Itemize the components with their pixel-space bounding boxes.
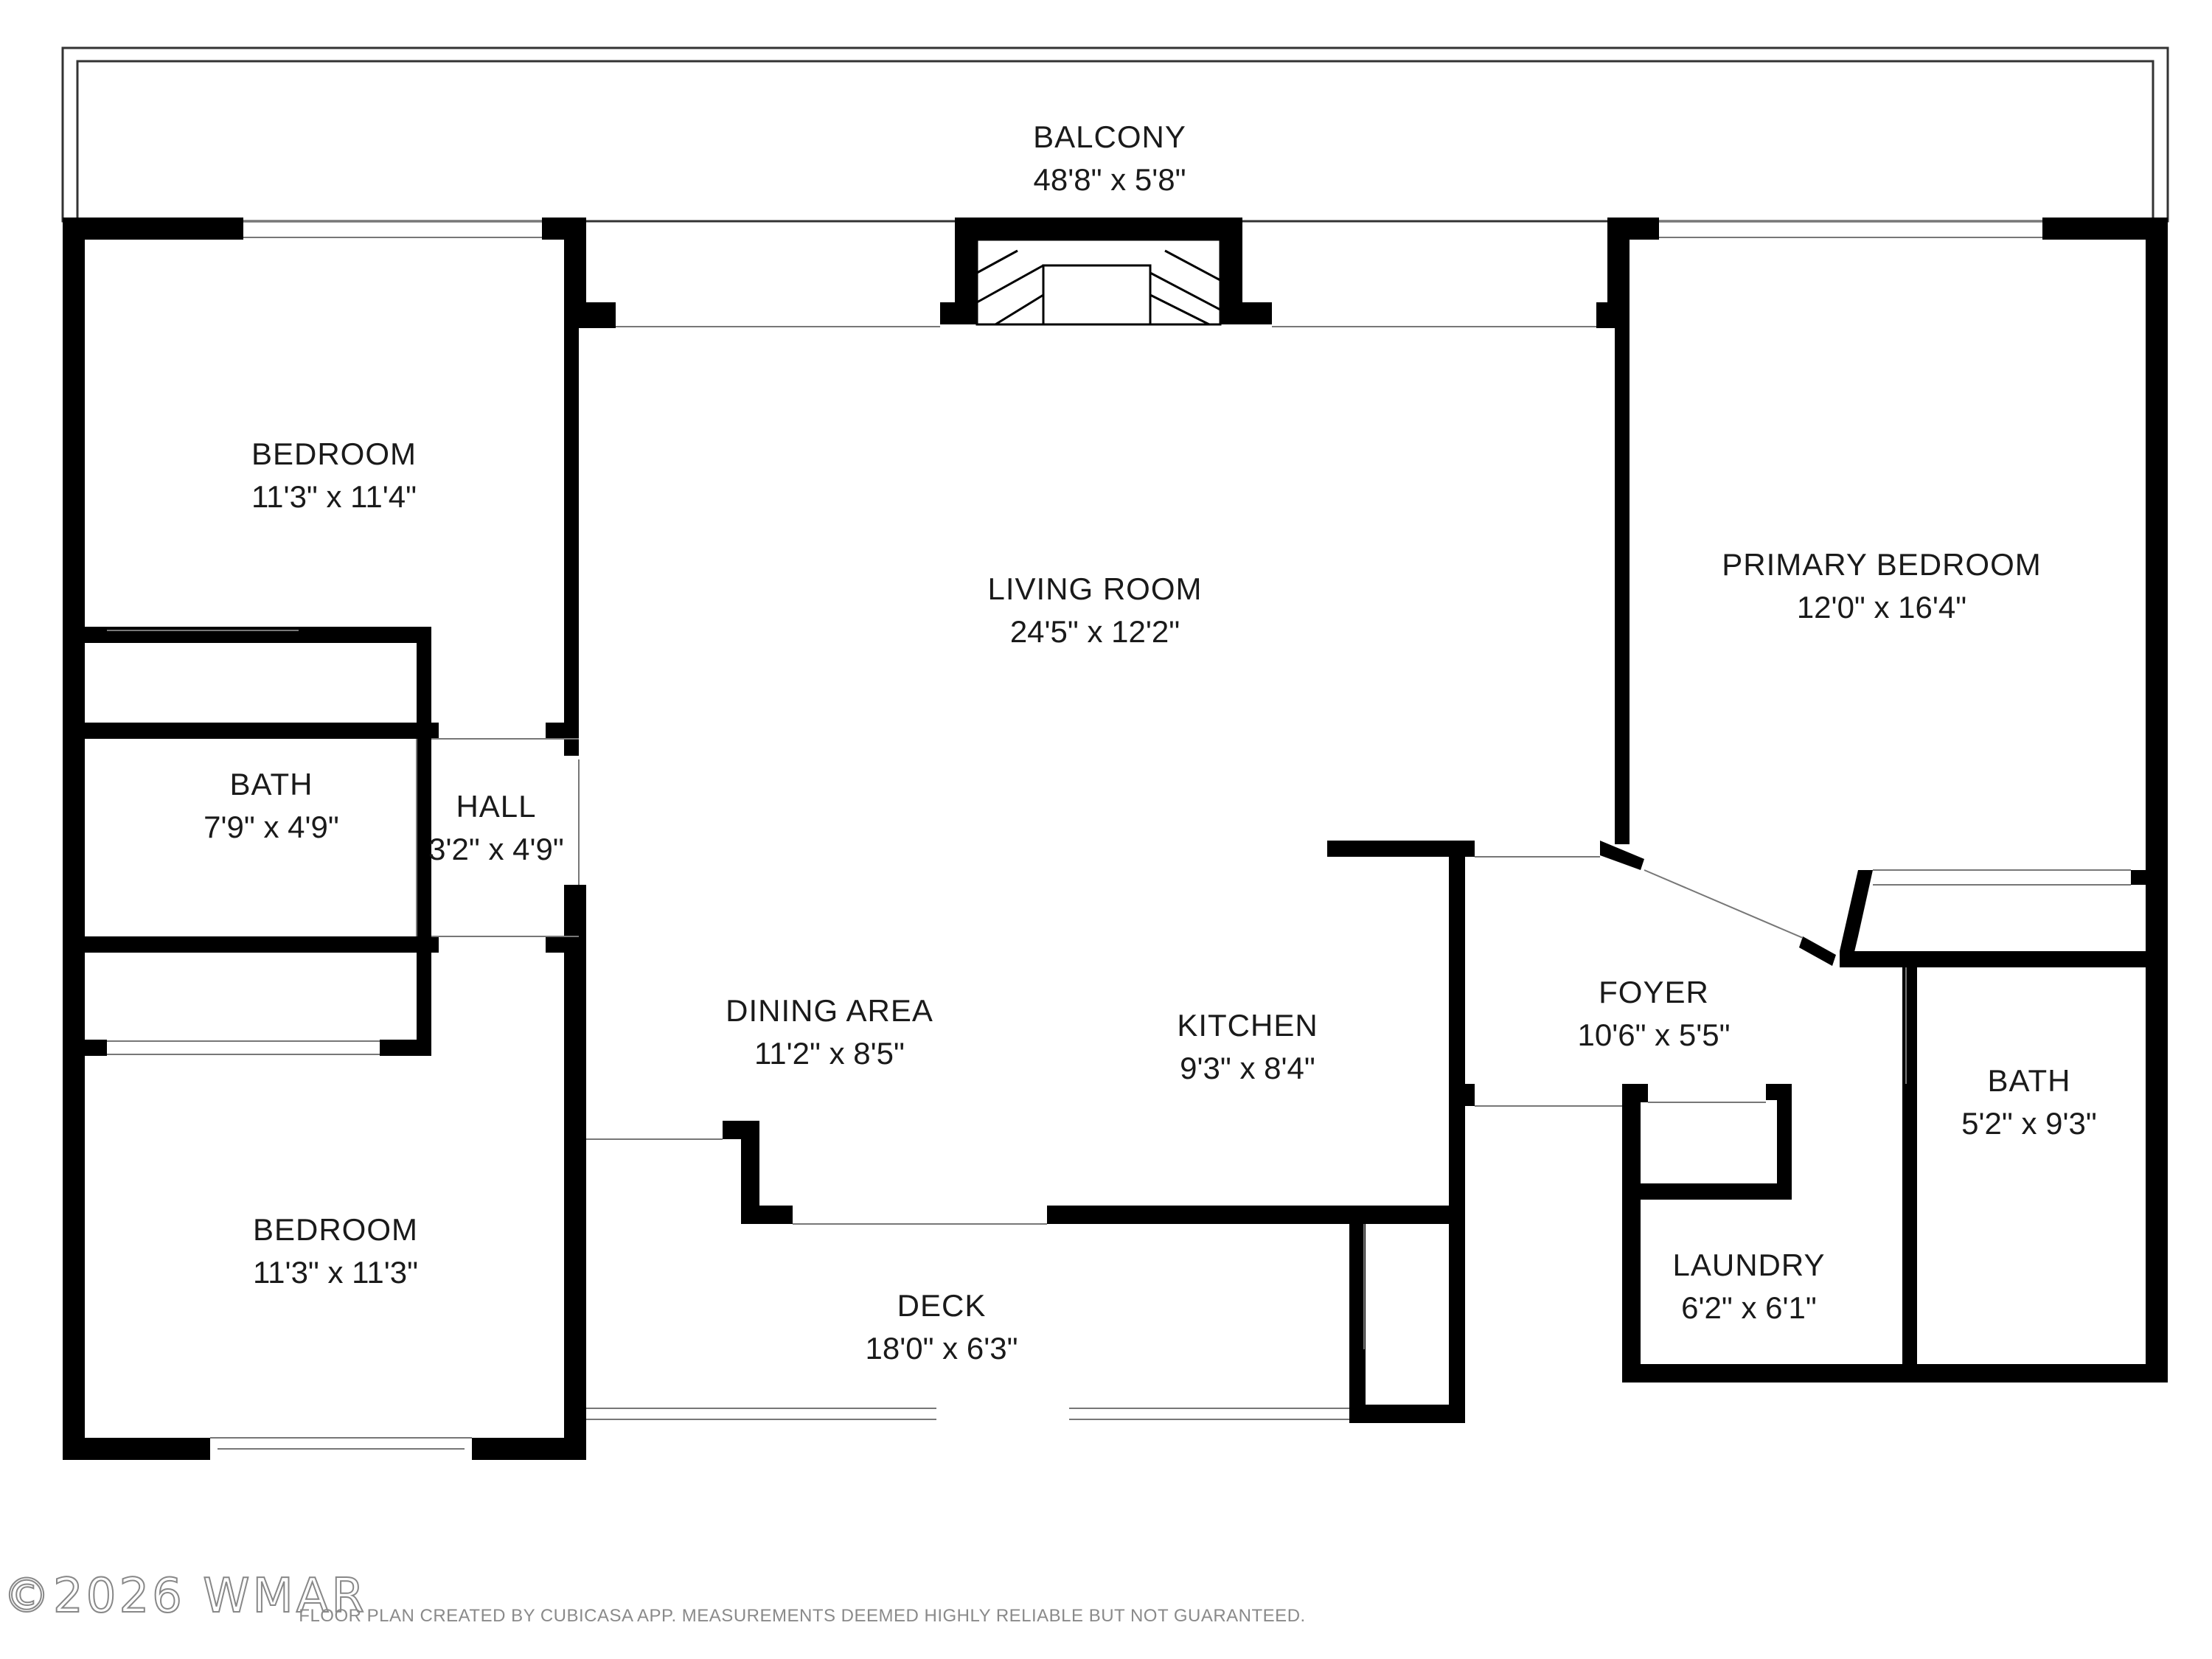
room-dims: 24'5" x 12'2" (1009, 614, 1180, 649)
room-dims: 6'2" x 6'1" (1681, 1290, 1817, 1325)
room-dims: 3'2" x 4'9" (428, 832, 564, 866)
room-name: FOYER (1599, 975, 1709, 1009)
openings (107, 220, 2131, 1450)
room-name: DECK (897, 1288, 987, 1323)
room-name: DINING AREA (726, 993, 933, 1028)
angled-wall-primary (1840, 870, 1873, 967)
room-name: LIVING ROOM (987, 571, 1203, 606)
room-name: BEDROOM (251, 437, 417, 471)
room-label-bedroom-bottom: BEDROOM 11'3" x 11'3" (253, 1208, 418, 1294)
room-name: BATH (1987, 1063, 2071, 1098)
angled-wall-foyer-end (1799, 936, 1836, 966)
room-dims: 5'2" x 9'3" (1961, 1106, 2097, 1141)
room-label-bedroom-top: BEDROOM 11'3" x 11'4" (251, 433, 417, 518)
room-label-living-room: LIVING ROOM 24'5" x 12'2" (987, 568, 1202, 653)
room-dims: 9'3" x 8'4" (1180, 1051, 1315, 1085)
room-dims: 48'8" x 5'8" (1033, 162, 1186, 197)
room-name: BALCONY (1033, 119, 1186, 154)
room-name: BATH (229, 767, 313, 801)
room-label-balcony: BALCONY 48'8" x 5'8" (1033, 116, 1186, 201)
room-label-primary-bedroom: PRIMARY BEDROOM 12'0" x 16'4" (1722, 543, 2042, 629)
room-label-bath-right: BATH 5'2" x 9'3" (1961, 1060, 2097, 1145)
room-label-hall: HALL 3'2" x 4'9" (428, 785, 564, 871)
room-name: KITCHEN (1177, 1008, 1318, 1043)
room-dims: 11'2" x 8'5" (754, 1036, 905, 1071)
room-label-dining-area: DINING AREA 11'2" x 8'5" (726, 990, 933, 1075)
disclaimer-text: FLOOR PLAN CREATED BY CUBICASA APP. MEAS… (299, 1606, 1306, 1626)
room-dims: 10'6" x 5'5" (1577, 1018, 1731, 1052)
room-name: LAUNDRY (1672, 1248, 1826, 1282)
angled-wall-foyer (1600, 841, 1644, 870)
walls (63, 218, 2168, 1460)
fireplace-hatch (975, 238, 1222, 326)
room-name: BEDROOM (252, 1212, 419, 1247)
room-dims: 18'0" x 6'3" (865, 1331, 1018, 1366)
room-dims: 12'0" x 16'4" (1796, 590, 1967, 625)
room-name: PRIMARY BEDROOM (1722, 547, 2042, 582)
room-dims: 11'3" x 11'3" (252, 1255, 419, 1290)
watermark: ©2026 WMAR (2, 1568, 367, 1624)
room-dims: 11'3" x 11'4" (251, 479, 417, 514)
room-label-bath-left: BATH 7'9" x 4'9" (204, 763, 339, 849)
room-label-deck: DECK 18'0" x 6'3" (866, 1284, 1018, 1370)
room-dims: 7'9" x 4'9" (204, 810, 339, 844)
room-label-foyer: FOYER 10'6" x 5'5" (1578, 971, 1731, 1057)
room-name: HALL (456, 789, 537, 824)
room-label-kitchen: KITCHEN 9'3" x 8'4" (1177, 1004, 1318, 1090)
room-label-laundry: LAUNDRY 6'2" x 6'1" (1673, 1244, 1826, 1329)
